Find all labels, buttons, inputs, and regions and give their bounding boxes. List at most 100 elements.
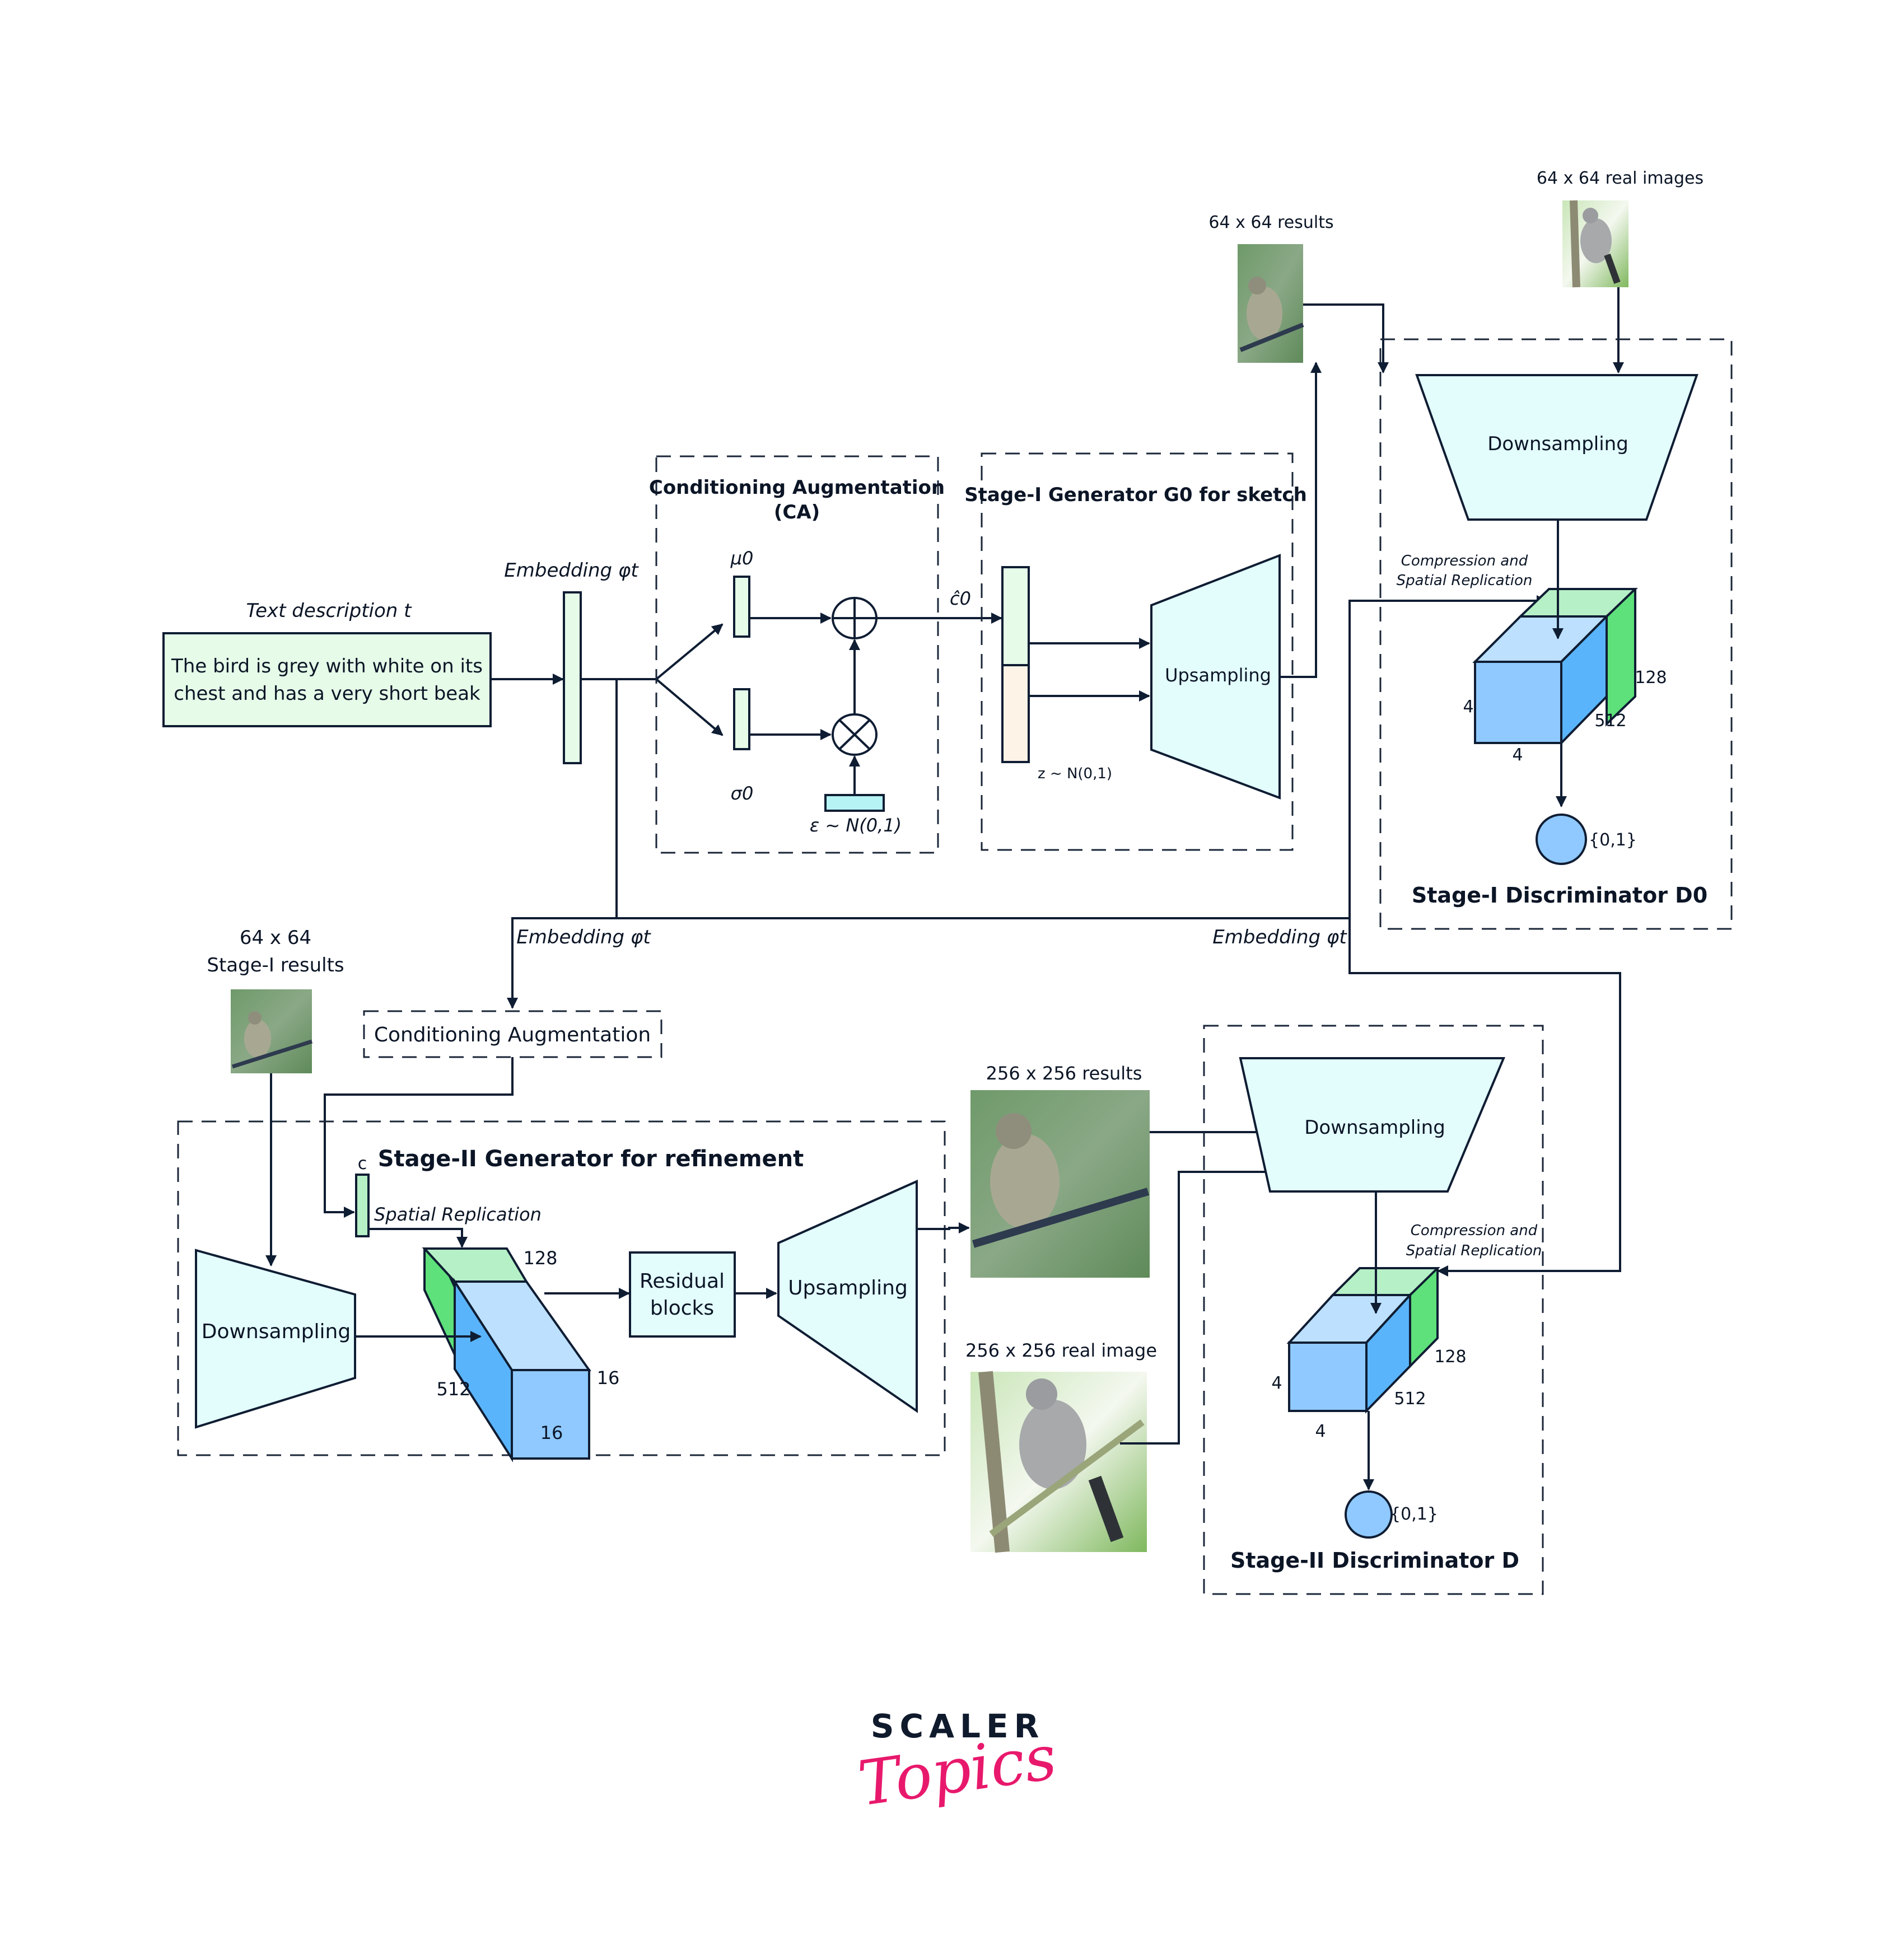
- stage1-downsampling-label: Downsampling: [1487, 433, 1628, 455]
- stage1-result-thumbnail: [231, 989, 313, 1073]
- stage1-downsampling-block: [1415, 374, 1698, 521]
- stage2-downsampling-block: [1239, 1057, 1506, 1193]
- stage1-upsampling-block: [1150, 554, 1281, 800]
- text-description-label: Text description t: [246, 600, 413, 622]
- stage1-result-image: [1238, 244, 1304, 363]
- add-operator-icon: [832, 597, 878, 639]
- bird-body: [244, 1020, 271, 1058]
- stage1-compression-line1: Compression and: [1401, 553, 1528, 569]
- bird-body: [1247, 287, 1282, 340]
- stage1-discriminator-border: [1379, 338, 1733, 930]
- stage2-cube-height: 16: [597, 1367, 620, 1389]
- stage2-feature-cube: [422, 1247, 591, 1462]
- stage1-discriminator: Downsampling Compression and Spatial Rep…: [1379, 338, 1733, 930]
- bird-head: [1248, 277, 1266, 295]
- embedding-label-top: Embedding φt: [504, 559, 639, 582]
- stage1-upsampling-label: Upsampling: [1165, 665, 1271, 686]
- c0-label: ĉ0: [950, 588, 971, 609]
- ca-title-line2: (CA): [774, 501, 820, 524]
- embedding-vector: [563, 591, 582, 764]
- arrow-ca-to-c-vector: [324, 1057, 514, 1218]
- stage1-generator-title: Stage-I Generator G0 for sketch: [964, 484, 1307, 506]
- stage1-compression-line2: Spatial Replication: [1397, 572, 1533, 589]
- stage1-real-label: 64 x 64 real images: [1537, 169, 1704, 188]
- stage2-real-image: [970, 1371, 1147, 1553]
- stage2-real-label: 256 x 256 real image: [965, 1340, 1157, 1361]
- stage2-cube-width: 16: [540, 1422, 563, 1443]
- stage1-generator-border: [981, 452, 1294, 851]
- bird-branch: [1239, 323, 1304, 352]
- stage1-cube-height: 4: [1463, 697, 1473, 717]
- stage2-input-label-line2: Stage-I results: [207, 954, 344, 976]
- stage2-cube-height: 4: [1271, 1373, 1282, 1393]
- bird-tail: [1088, 1475, 1124, 1543]
- stage1-output-node: [1536, 814, 1587, 865]
- arrow-upsampling-to-64-result: [1280, 362, 1322, 678]
- stage2-downsampling-block: [195, 1249, 356, 1429]
- stage2-cube-depth: 128: [523, 1247, 557, 1269]
- multiply-operator-icon: [832, 713, 878, 756]
- condition-vector: [1001, 566, 1030, 666]
- spatial-replication-label: Spatial Replication: [374, 1204, 542, 1225]
- bird-head: [248, 1011, 262, 1025]
- stage2-discriminator-title: Stage-II Discriminator D: [1230, 1548, 1519, 1573]
- scaler-topics-logo: SCALER Topics: [854, 1707, 1061, 1820]
- tree-trunk: [1570, 200, 1580, 288]
- bird-head: [1026, 1378, 1057, 1410]
- residual-blocks: [629, 1251, 736, 1338]
- stage2-cube-width: 4: [1315, 1422, 1326, 1441]
- bird-body: [990, 1134, 1060, 1229]
- stage2-generator: Stage-II Generator for refinement c Spat…: [177, 1120, 946, 1462]
- arrow-to-mu: [655, 623, 724, 680]
- stage2-output-label: {0,1}: [1390, 1504, 1438, 1524]
- c-label: c: [358, 1154, 367, 1174]
- noise-vector: [1001, 664, 1030, 763]
- stage2-compression-line2: Spatial Replication: [1406, 1242, 1542, 1259]
- ca-block-border: [655, 455, 939, 854]
- mu-label: μ0: [730, 548, 754, 569]
- stage2-input-label-line1: 64 x 64: [240, 927, 311, 949]
- mu-vector: [733, 576, 750, 638]
- stage2-output-node: [1345, 1490, 1393, 1539]
- bird-body: [1019, 1400, 1086, 1489]
- logo-scaler-text: SCALER: [871, 1707, 1044, 1745]
- stage1-results-label: 64 x 64 results: [1208, 213, 1333, 232]
- stage2-downsampling-label: Downsampling: [1304, 1116, 1445, 1139]
- stage1-discriminator-title: Stage-I Discriminator D0: [1412, 883, 1707, 908]
- stage2-cube-channels: 512: [436, 1378, 470, 1400]
- stage2-discriminator: Downsampling Compression and Spatial Rep…: [1203, 1025, 1544, 1595]
- text-description-line1: The bird is grey with white on its: [171, 655, 483, 677]
- bird-head: [1583, 208, 1598, 223]
- stage2-downsampling-label: Downsampling: [202, 1320, 351, 1343]
- embedding-label-mid: Embedding φt: [516, 926, 651, 948]
- stage2-discriminator-border: [1203, 1025, 1544, 1595]
- bird-body: [1580, 218, 1612, 263]
- branch: [989, 1419, 1145, 1537]
- text-description-group: Text description t The bird is grey with…: [162, 600, 492, 727]
- stage2-result-image: [970, 1090, 1150, 1278]
- embedding-label-right: Embedding φt: [1212, 926, 1347, 948]
- stage2-upsampling-block: [777, 1179, 918, 1413]
- stage2-cube-depth: 128: [1434, 1347, 1466, 1367]
- stage2-generator-title: Stage-II Generator for refinement: [378, 1146, 804, 1172]
- stage1-cube-depth: 128: [1635, 668, 1667, 688]
- arrow-64-result-to-downsampling: [1303, 303, 1389, 373]
- stage1-cube-width: 4: [1512, 745, 1523, 765]
- arrow-256-real-to-downsampling: [1120, 1166, 1281, 1445]
- arrow-c-to-cube: [368, 1228, 468, 1248]
- text-description-box: [162, 632, 492, 727]
- ca-small-box: [363, 1010, 662, 1058]
- line-embedding-to-stage1-discriminator: [615, 595, 1548, 919]
- stage2-cube-channels: 512: [1394, 1389, 1426, 1409]
- text-description-line2: chest and has a very short beak: [174, 683, 480, 705]
- stage1-output-label: {0,1}: [1589, 830, 1637, 850]
- epsilon-vector: [824, 794, 885, 812]
- stage1-real-image: [1562, 200, 1628, 288]
- bird-tail: [1604, 253, 1621, 284]
- stage2-upsampling-label: Upsampling: [788, 1277, 908, 1300]
- residual-line2: blocks: [650, 1297, 714, 1320]
- arrow-to-sigma: [655, 678, 724, 736]
- bird-branch: [231, 1039, 313, 1069]
- epsilon-label: ε ~ N(0,1): [810, 815, 902, 836]
